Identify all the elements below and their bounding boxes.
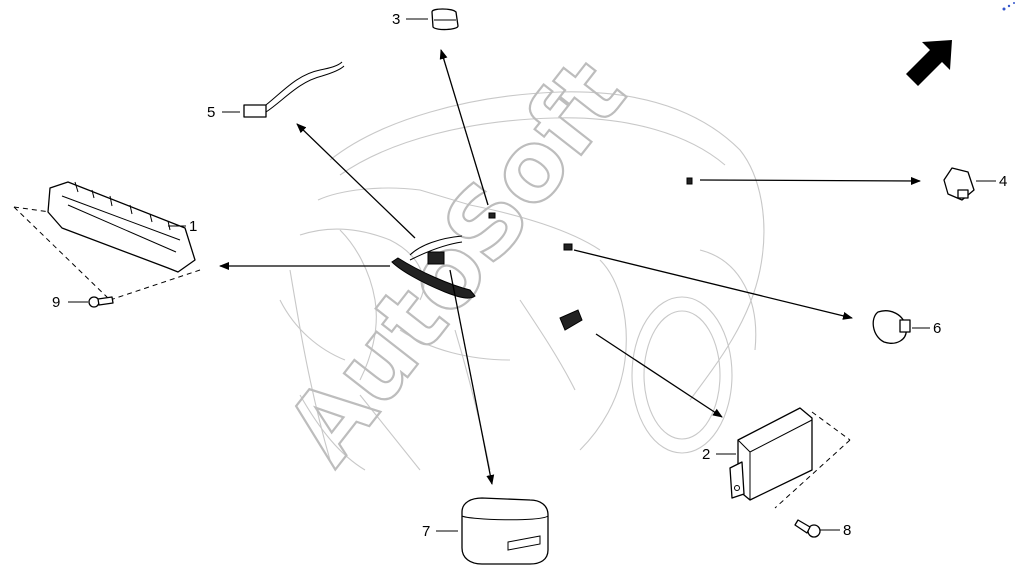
part-5-wiring-harness <box>243 61 345 118</box>
part-4-connector-block <box>943 167 975 201</box>
dashboard-components <box>391 177 693 331</box>
part-3-sensor-connector <box>431 8 459 31</box>
callout-label-5: 5 <box>207 104 215 121</box>
callout-label-6: 6 <box>933 320 941 337</box>
callout-label-8: 8 <box>843 522 851 539</box>
callout-label-1: 1 <box>189 218 197 235</box>
callout-label-3: 3 <box>392 11 400 28</box>
part-9-screw <box>88 296 114 308</box>
part-1-panel-bracket <box>13 181 201 301</box>
part-8-screw <box>794 519 821 538</box>
part-7-module-box <box>461 497 549 565</box>
callout-label-7: 7 <box>422 523 430 540</box>
front-direction-arrow-icon <box>906 40 952 86</box>
corner-mark-icon <box>1002 2 1015 11</box>
part-6-round-sensor <box>872 310 911 344</box>
callout-label-9: 9 <box>52 294 60 311</box>
part-2-control-module <box>729 407 851 509</box>
callout-label-4: 4 <box>999 173 1007 190</box>
explode-arrows <box>219 49 921 485</box>
callout-label-2: 2 <box>702 446 710 463</box>
vehicle-interior-outline <box>279 91 765 471</box>
